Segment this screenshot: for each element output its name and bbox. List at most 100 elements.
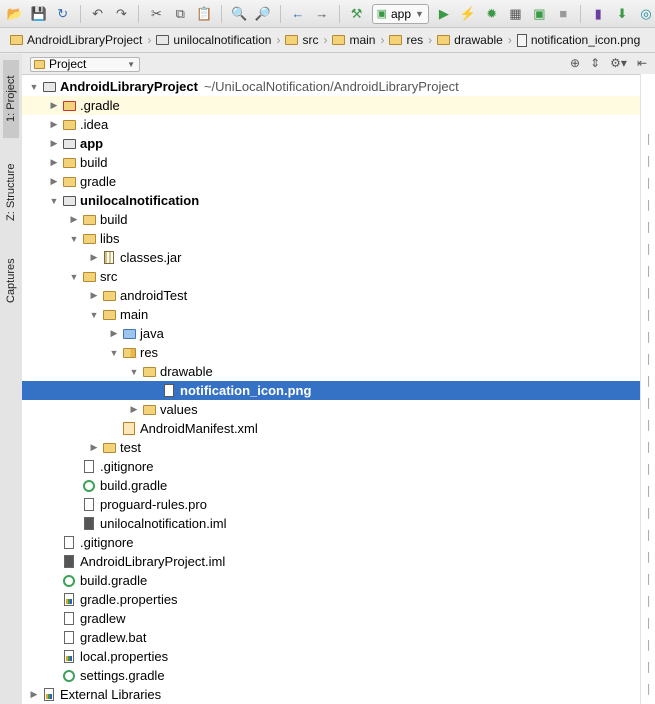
- stop-icon[interactable]: ■: [559, 6, 568, 21]
- tree-row[interactable]: notification_icon.png: [22, 381, 641, 400]
- tree-row[interactable]: ▶build: [22, 153, 641, 172]
- tree-row[interactable]: ▶app: [22, 134, 641, 153]
- tree-row[interactable]: ▼main: [22, 305, 641, 324]
- tree-row[interactable]: unilocalnotification.iml: [22, 514, 641, 533]
- hide-panel-icon[interactable]: ⇤: [636, 56, 647, 70]
- tree-row[interactable]: local.properties: [22, 647, 641, 666]
- tree-row[interactable]: .gitignore: [22, 457, 641, 476]
- collapsed-arrow-icon[interactable]: ▶: [90, 252, 98, 262]
- back-icon[interactable]: ←: [291, 6, 305, 21]
- tree-row[interactable]: ▼AndroidLibraryProject~/UniLocalNotifica…: [22, 77, 641, 96]
- breadcrumb-item[interactable]: notification_icon.png: [516, 33, 640, 47]
- collapsed-arrow-icon[interactable]: ▶: [110, 328, 118, 338]
- tab-structure[interactable]: Z: Structure: [5, 163, 17, 221]
- run-icon[interactable]: ▶: [438, 5, 449, 21]
- expanded-arrow-icon[interactable]: ▼: [69, 271, 79, 282]
- tree-row[interactable]: ▶External Libraries: [22, 685, 641, 704]
- tree-row[interactable]: proguard-rules.pro: [22, 495, 641, 514]
- forward-icon[interactable]: →: [315, 6, 329, 21]
- scroll-from-source-icon[interactable]: ⊕: [570, 56, 581, 70]
- breadcrumb-item[interactable]: src: [285, 33, 318, 47]
- tree-row[interactable]: ▼src: [22, 267, 641, 286]
- collapse-all-icon[interactable]: ⇕: [590, 56, 601, 70]
- expanded-arrow-icon[interactable]: ▼: [29, 81, 39, 92]
- collapsed-arrow-icon[interactable]: ▶: [70, 214, 78, 224]
- scrollbar-gutter[interactable]: ││││││││││││││││││││││││││: [640, 74, 655, 704]
- breadcrumb-item[interactable]: res: [389, 33, 423, 47]
- expanded-arrow-icon[interactable]: ▼: [49, 195, 59, 206]
- paste-icon[interactable]: 📋: [196, 5, 213, 21]
- avd-manager-icon[interactable]: ▮: [594, 5, 602, 21]
- tree-row[interactable]: ▶test: [22, 438, 641, 457]
- collapsed-arrow-icon[interactable]: ▶: [50, 157, 58, 167]
- breadcrumb-item[interactable]: main: [332, 33, 375, 47]
- tree-row[interactable]: ▶gradle: [22, 172, 641, 191]
- undo-icon[interactable]: ↶: [92, 5, 104, 21]
- tree-row[interactable]: build.gradle: [22, 571, 641, 590]
- expanded-arrow-icon[interactable]: ▼: [129, 366, 139, 377]
- find-icon[interactable]: 🔍: [230, 5, 248, 21]
- gutter-mark: │: [646, 508, 652, 518]
- save-icon[interactable]: 💾: [30, 5, 47, 21]
- tree-row[interactable]: AndroidManifest.xml: [22, 419, 641, 438]
- tree-row[interactable]: ▼libs: [22, 229, 641, 248]
- collapsed-arrow-icon[interactable]: ▶: [90, 442, 98, 452]
- project-view-select[interactable]: Project ▼: [30, 56, 140, 72]
- tree-item-label: build.gradle: [80, 573, 148, 588]
- tree-row[interactable]: ▶.gradle: [22, 96, 641, 115]
- build-icon[interactable]: ⚒: [350, 5, 363, 21]
- tree-row[interactable]: gradlew: [22, 609, 641, 628]
- module-icon: [42, 80, 56, 94]
- file-icon: [62, 612, 76, 626]
- cut-icon[interactable]: ✂: [150, 5, 162, 21]
- android-device-monitor-icon[interactable]: ◎: [640, 5, 652, 21]
- collapsed-arrow-icon[interactable]: ▶: [50, 138, 58, 148]
- tree-row[interactable]: .gitignore: [22, 533, 641, 552]
- manifest-icon: [122, 422, 136, 436]
- breadcrumb-item[interactable]: drawable: [437, 33, 503, 47]
- replace-icon[interactable]: 🔎: [254, 5, 272, 21]
- copy-icon[interactable]: ⧉: [175, 5, 185, 21]
- expanded-arrow-icon[interactable]: ▼: [89, 309, 99, 320]
- tab-project[interactable]: 1: Project: [3, 60, 19, 138]
- collapsed-arrow-icon[interactable]: ▶: [50, 100, 58, 110]
- sync-icon[interactable]: ↻: [57, 5, 69, 21]
- tab-captures[interactable]: Captures: [5, 258, 17, 304]
- debug-icon[interactable]: ✹: [486, 5, 498, 21]
- collapsed-arrow-icon[interactable]: ▶: [130, 404, 138, 414]
- apply-changes-icon[interactable]: ⚡: [459, 5, 476, 21]
- attach-debugger-icon[interactable]: ▣: [533, 5, 546, 21]
- tree-row[interactable]: ▶androidTest: [22, 286, 641, 305]
- breadcrumb-item[interactable]: unilocalnotification: [156, 33, 271, 47]
- tree-item-label: unilocalnotification.iml: [100, 516, 227, 531]
- tree-row[interactable]: ▶build: [22, 210, 641, 229]
- breadcrumb-item[interactable]: AndroidLibraryProject: [10, 33, 142, 47]
- collapsed-arrow-icon[interactable]: ▶: [50, 119, 58, 129]
- tree-row[interactable]: ▶classes.jar: [22, 248, 641, 267]
- tree-row[interactable]: ▶values: [22, 400, 641, 419]
- folder-open-icon[interactable]: 📂: [6, 5, 24, 21]
- project-panel-header: Project ▼ ⊕ ⇕ ⚙▾ ⇤: [22, 54, 655, 75]
- tree-row[interactable]: ▼unilocalnotification: [22, 191, 641, 210]
- tree-row[interactable]: ▶.idea: [22, 115, 641, 134]
- folder-icon: [62, 175, 76, 189]
- profile-icon[interactable]: ▦: [509, 5, 522, 21]
- expanded-arrow-icon[interactable]: ▼: [69, 233, 79, 244]
- tree-row[interactable]: build.gradle: [22, 476, 641, 495]
- tree-row[interactable]: settings.gradle: [22, 666, 641, 685]
- run-configuration-select[interactable]: ▣ app ▼: [371, 3, 429, 24]
- tree-row[interactable]: gradlew.bat: [22, 628, 641, 647]
- tree-row[interactable]: ▼res: [22, 343, 641, 362]
- collapsed-arrow-icon[interactable]: ▶: [90, 290, 98, 300]
- tree-row[interactable]: ▶java: [22, 324, 641, 343]
- tree-row[interactable]: gradle.properties: [22, 590, 641, 609]
- collapsed-arrow-icon[interactable]: ▶: [30, 689, 38, 699]
- redo-icon[interactable]: ↷: [116, 5, 127, 21]
- gear-icon[interactable]: ⚙▾: [610, 56, 627, 70]
- tree-row[interactable]: ▼drawable: [22, 362, 641, 381]
- tree-item-label: AndroidLibraryProject.iml: [80, 554, 226, 569]
- sdk-manager-icon[interactable]: ⬇: [616, 5, 628, 21]
- tree-row[interactable]: AndroidLibraryProject.iml: [22, 552, 641, 571]
- collapsed-arrow-icon[interactable]: ▶: [50, 176, 58, 186]
- expanded-arrow-icon[interactable]: ▼: [109, 347, 119, 358]
